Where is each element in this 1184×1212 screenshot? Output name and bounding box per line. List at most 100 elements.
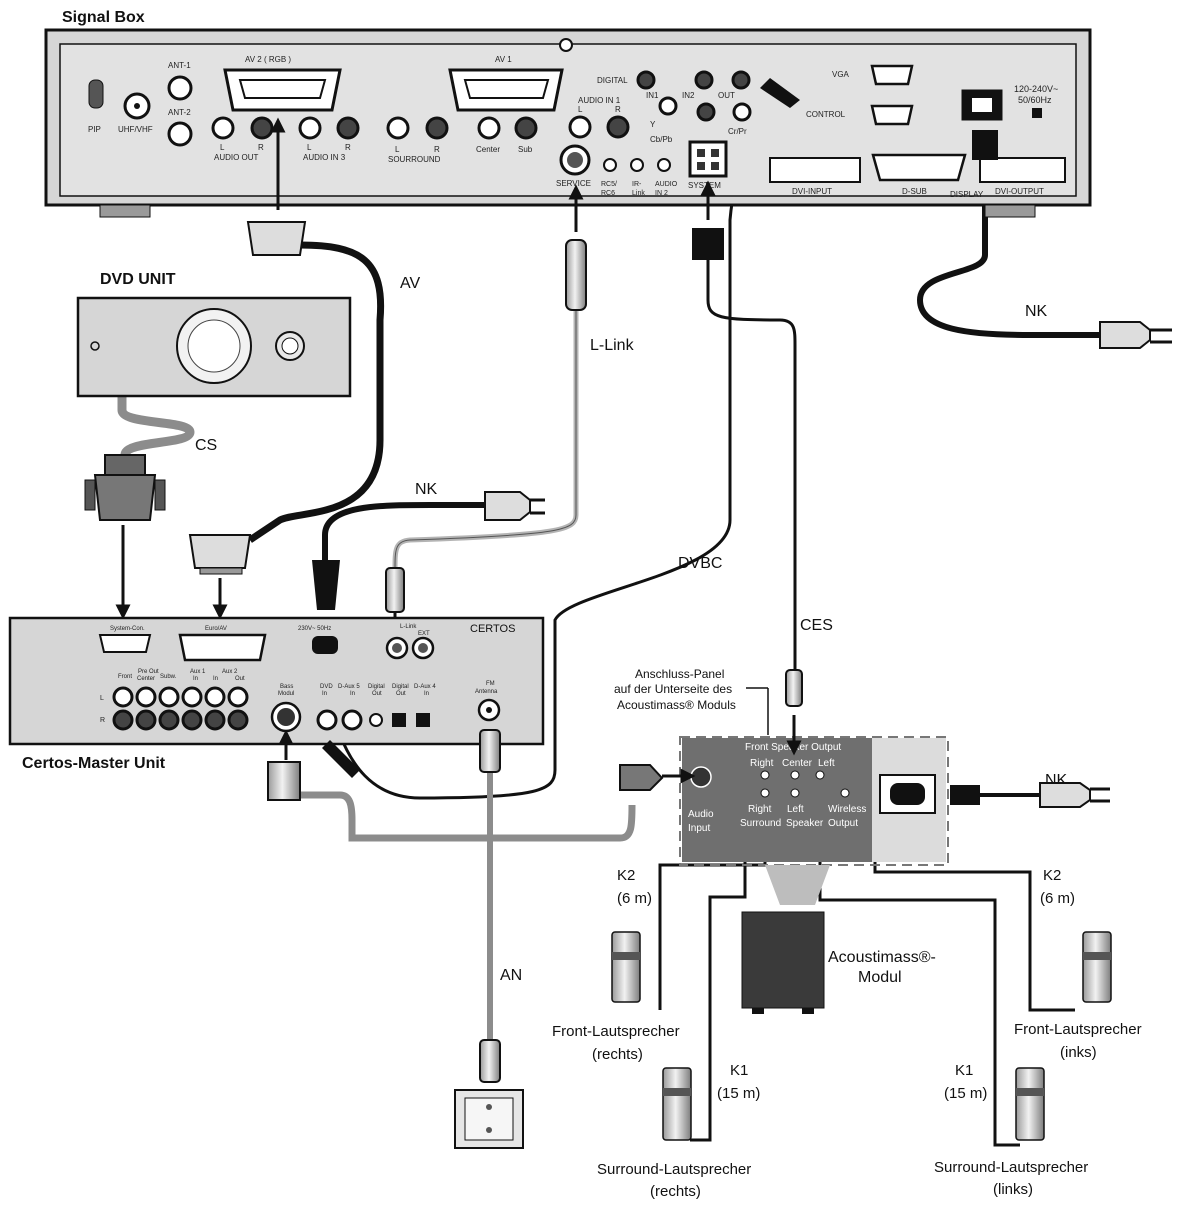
service-label: SERVICE	[556, 179, 591, 188]
crpr-port[interactable]	[732, 102, 752, 122]
euro-av-port[interactable]	[178, 633, 267, 662]
wireless-label-1: Wireless	[828, 804, 866, 815]
surround-left-terminal[interactable]	[790, 788, 800, 798]
rca-l-2[interactable]	[135, 686, 157, 708]
cable-ces-label: CES	[800, 617, 833, 634]
rca-l-1[interactable]	[112, 686, 134, 708]
wireless-output-terminal[interactable]	[840, 788, 850, 798]
audio-in1-r-port[interactable]	[606, 115, 630, 139]
surround-right-terminal[interactable]	[760, 788, 770, 798]
rc5-port[interactable]	[603, 158, 617, 172]
system-plug	[692, 228, 724, 260]
signal-box-power-socket[interactable]	[961, 89, 1003, 121]
certos-l-label: L	[100, 695, 104, 702]
llink-plug-certos	[385, 567, 405, 636]
front-speaker-right: Front-Lautsprecher (rechts)	[552, 931, 680, 1063]
audio-in3-r-port[interactable]	[336, 116, 360, 140]
dvd-unit: DVD UNIT	[76, 271, 352, 398]
rca-r-2[interactable]	[135, 709, 157, 731]
nk-right-plug	[1099, 321, 1151, 349]
rca-l-4[interactable]	[181, 686, 203, 708]
cbpb-port[interactable]	[696, 102, 716, 122]
dvi-input-port[interactable]	[769, 157, 861, 183]
front-right-terminal[interactable]	[760, 770, 770, 780]
dsub-port[interactable]	[871, 153, 967, 182]
audio-in2-port[interactable]	[657, 158, 671, 172]
ant1-port[interactable]	[167, 75, 193, 101]
front-center-terminal[interactable]	[790, 770, 800, 780]
digital-out2-port[interactable]	[392, 713, 406, 727]
av-scart-plug	[246, 221, 307, 256]
sub-port[interactable]	[514, 116, 538, 140]
front-left-terminal[interactable]	[815, 770, 825, 780]
dvd-in-port[interactable]	[316, 709, 338, 731]
audio-in1-r-label: R	[615, 105, 621, 114]
ir-link-port[interactable]	[630, 158, 644, 172]
pip-switch[interactable]	[88, 79, 104, 109]
certos-av-plug	[188, 534, 252, 620]
y-port[interactable]	[658, 96, 678, 116]
system-con-port[interactable]	[98, 634, 152, 653]
rca-l-3[interactable]	[158, 686, 180, 708]
rca-r-5[interactable]	[204, 709, 226, 731]
front-right-speaker-sub: (rechts)	[592, 1046, 643, 1063]
system-port[interactable]	[688, 140, 728, 178]
certos-power-label: 230V~ 50Hz	[298, 626, 331, 632]
ant2-label: ANT-2	[168, 108, 191, 117]
ant2-port[interactable]	[167, 121, 193, 147]
dvd-power-led	[90, 341, 100, 351]
panel-note-line3: Acoustimass® Moduls	[617, 698, 736, 712]
daux4-port[interactable]	[416, 713, 430, 727]
aux2-in-label: In	[213, 676, 218, 682]
audio-out-r-port[interactable]	[250, 116, 274, 140]
surround-speaker-left: Surround-Lautsprecher (links)	[934, 1067, 1088, 1198]
rca-r-6[interactable]	[227, 709, 249, 731]
surround-l-port[interactable]	[386, 116, 410, 140]
audio-input-port[interactable]	[690, 766, 712, 788]
surround-speaker-right: Surround-Lautsprecher (rechts)	[597, 1067, 751, 1200]
audio-out-l-port[interactable]	[211, 116, 235, 140]
front-left-speaker-label: Front-Lautsprecher	[1014, 1021, 1142, 1038]
left-speaker-label-2: Speaker	[786, 818, 824, 829]
certos-master-unit: Certos-Master Unit CERTOS System-Con. Eu…	[8, 616, 545, 772]
certos-master-unit-label: Certos-Master Unit	[22, 755, 166, 772]
digital-in2-port[interactable]	[694, 70, 714, 90]
surround-label: SOURROUND	[388, 155, 441, 164]
audio-in1-l-port[interactable]	[568, 115, 592, 139]
fm-label: FM	[486, 681, 495, 687]
rca-l-6[interactable]	[227, 686, 249, 708]
power-switch[interactable]	[1032, 108, 1042, 118]
rc6-label: RC6	[601, 190, 615, 197]
acoustimass-module-box	[741, 911, 825, 1009]
rca-r-1[interactable]	[112, 709, 134, 731]
vga-port[interactable]	[870, 64, 914, 86]
ant1-label: ANT-1	[168, 61, 191, 70]
digital-label: DIGITAL	[597, 76, 628, 85]
certos-bottom-plugs	[267, 729, 501, 1083]
control-port[interactable]	[870, 104, 914, 126]
k2-left-label: K2	[1043, 867, 1061, 884]
cs-connector	[84, 454, 166, 620]
surround-r-port[interactable]	[425, 116, 449, 140]
certos-ext-label: EXT	[418, 631, 430, 637]
cable-llink-label: L-Link	[590, 337, 635, 354]
rca-r-4[interactable]	[181, 709, 203, 731]
digital-out-port[interactable]	[731, 70, 751, 90]
rca-l-5[interactable]	[204, 686, 226, 708]
digital-out1-port[interactable]	[369, 713, 383, 727]
antenna-label: Antenna	[475, 689, 498, 695]
rca-r-3[interactable]	[158, 709, 180, 731]
center-port[interactable]	[477, 116, 501, 140]
dvi-output-port[interactable]	[979, 157, 1066, 183]
digital-in1-port[interactable]	[636, 70, 656, 90]
cable-system	[706, 258, 797, 672]
audio-in3-l-port[interactable]	[298, 116, 322, 140]
acoustimass-panel: Anschluss-Panel auf der Unterseite des A…	[614, 667, 1110, 866]
system-label: SYSTEM	[688, 181, 721, 190]
certos-power-socket[interactable]	[312, 636, 338, 654]
wireless-label-2: Output	[828, 818, 858, 829]
daux5-port[interactable]	[341, 709, 363, 731]
pip-label: PIP	[88, 125, 101, 134]
rc5-label: RC5/	[601, 181, 617, 188]
